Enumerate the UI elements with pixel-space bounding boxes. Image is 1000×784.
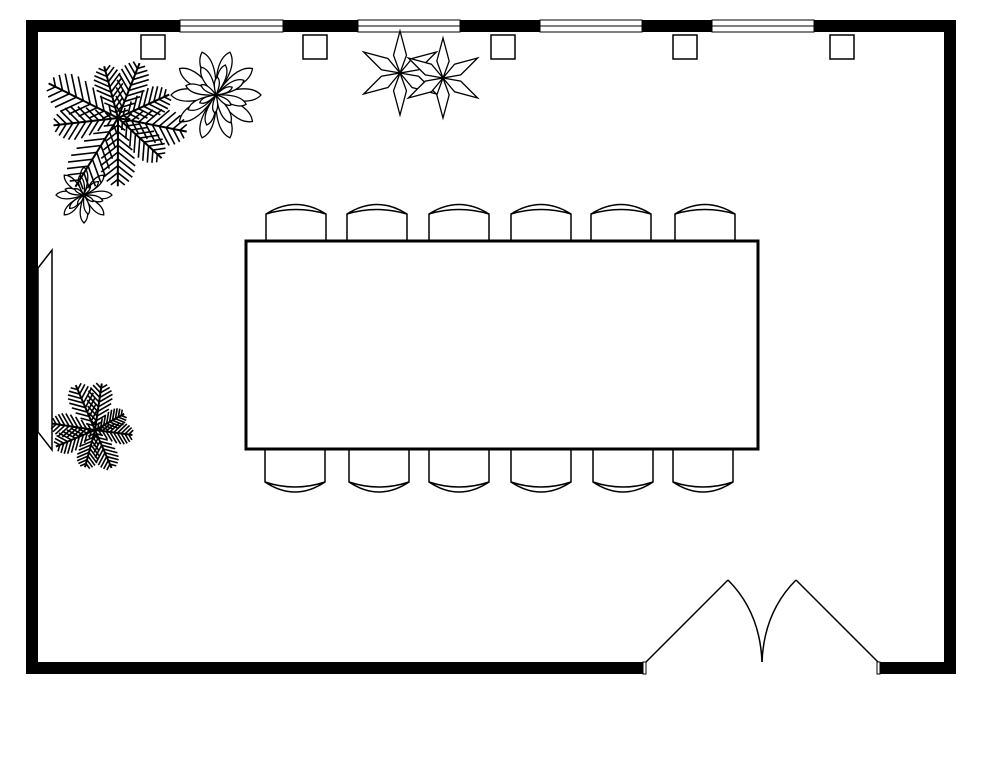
- chair[interactable]: [510, 449, 572, 493]
- chairs: [264, 203, 736, 493]
- column: [672, 34, 698, 60]
- chair[interactable]: [672, 449, 734, 493]
- door-opening: [644, 660, 880, 676]
- door-jamb-right: [876, 661, 881, 675]
- column: [490, 34, 516, 60]
- chair[interactable]: [428, 203, 490, 242]
- succulent-plant: [170, 51, 262, 139]
- window: [179, 19, 284, 33]
- window: [711, 19, 815, 33]
- chair[interactable]: [674, 203, 736, 242]
- chair[interactable]: [346, 203, 408, 242]
- chair[interactable]: [264, 449, 326, 493]
- double-door[interactable]: [645, 579, 879, 663]
- chair[interactable]: [348, 449, 410, 493]
- column: [140, 34, 166, 60]
- window: [539, 19, 643, 33]
- columns: [140, 34, 855, 60]
- side-panel: [37, 247, 53, 453]
- chair[interactable]: [590, 203, 652, 242]
- chair[interactable]: [428, 449, 490, 493]
- star-plant: [406, 35, 480, 121]
- window: [357, 19, 461, 33]
- chair[interactable]: [592, 449, 654, 493]
- plants: [46, 28, 480, 471]
- windows: [179, 19, 815, 33]
- palm-plant: [46, 61, 188, 190]
- column: [302, 34, 328, 60]
- chair[interactable]: [510, 203, 572, 242]
- column: [829, 34, 855, 60]
- chair[interactable]: [265, 203, 327, 242]
- door-jamb-left: [642, 661, 647, 675]
- fern-plant: [50, 382, 134, 471]
- conference-table[interactable]: [244, 239, 760, 451]
